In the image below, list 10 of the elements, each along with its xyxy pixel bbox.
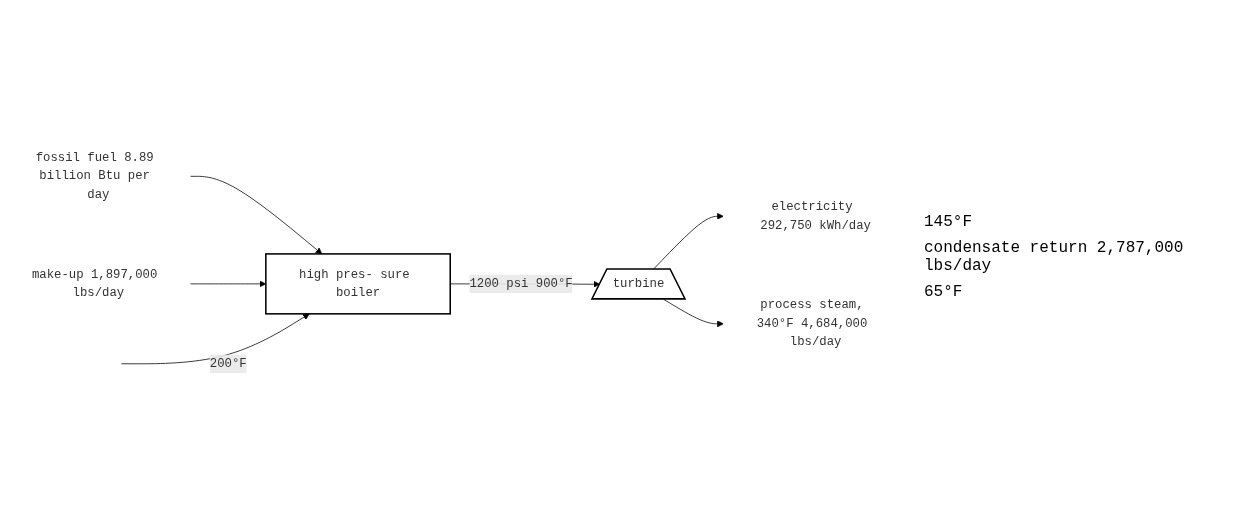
note-text: 65°F bbox=[924, 282, 964, 301]
edge-label: 200°F bbox=[209, 357, 247, 371]
node-text: electricity 292,750 kWh/day bbox=[760, 200, 871, 233]
node-text: process steam, 340°F 4,684,000 lbs/day bbox=[756, 298, 868, 350]
node-box: high pres- sure boiler bbox=[265, 253, 451, 315]
edge-label: 1200 psi 900°F bbox=[469, 277, 573, 292]
node-text: make-up 1,897,000 lbs/day bbox=[31, 268, 158, 301]
note-text: 145°F bbox=[924, 212, 973, 231]
node-text: fossil fuel 8.89 billion Btu per day bbox=[35, 151, 154, 202]
note-text: condensate return 2,787,000 lbs/day bbox=[924, 238, 1185, 275]
